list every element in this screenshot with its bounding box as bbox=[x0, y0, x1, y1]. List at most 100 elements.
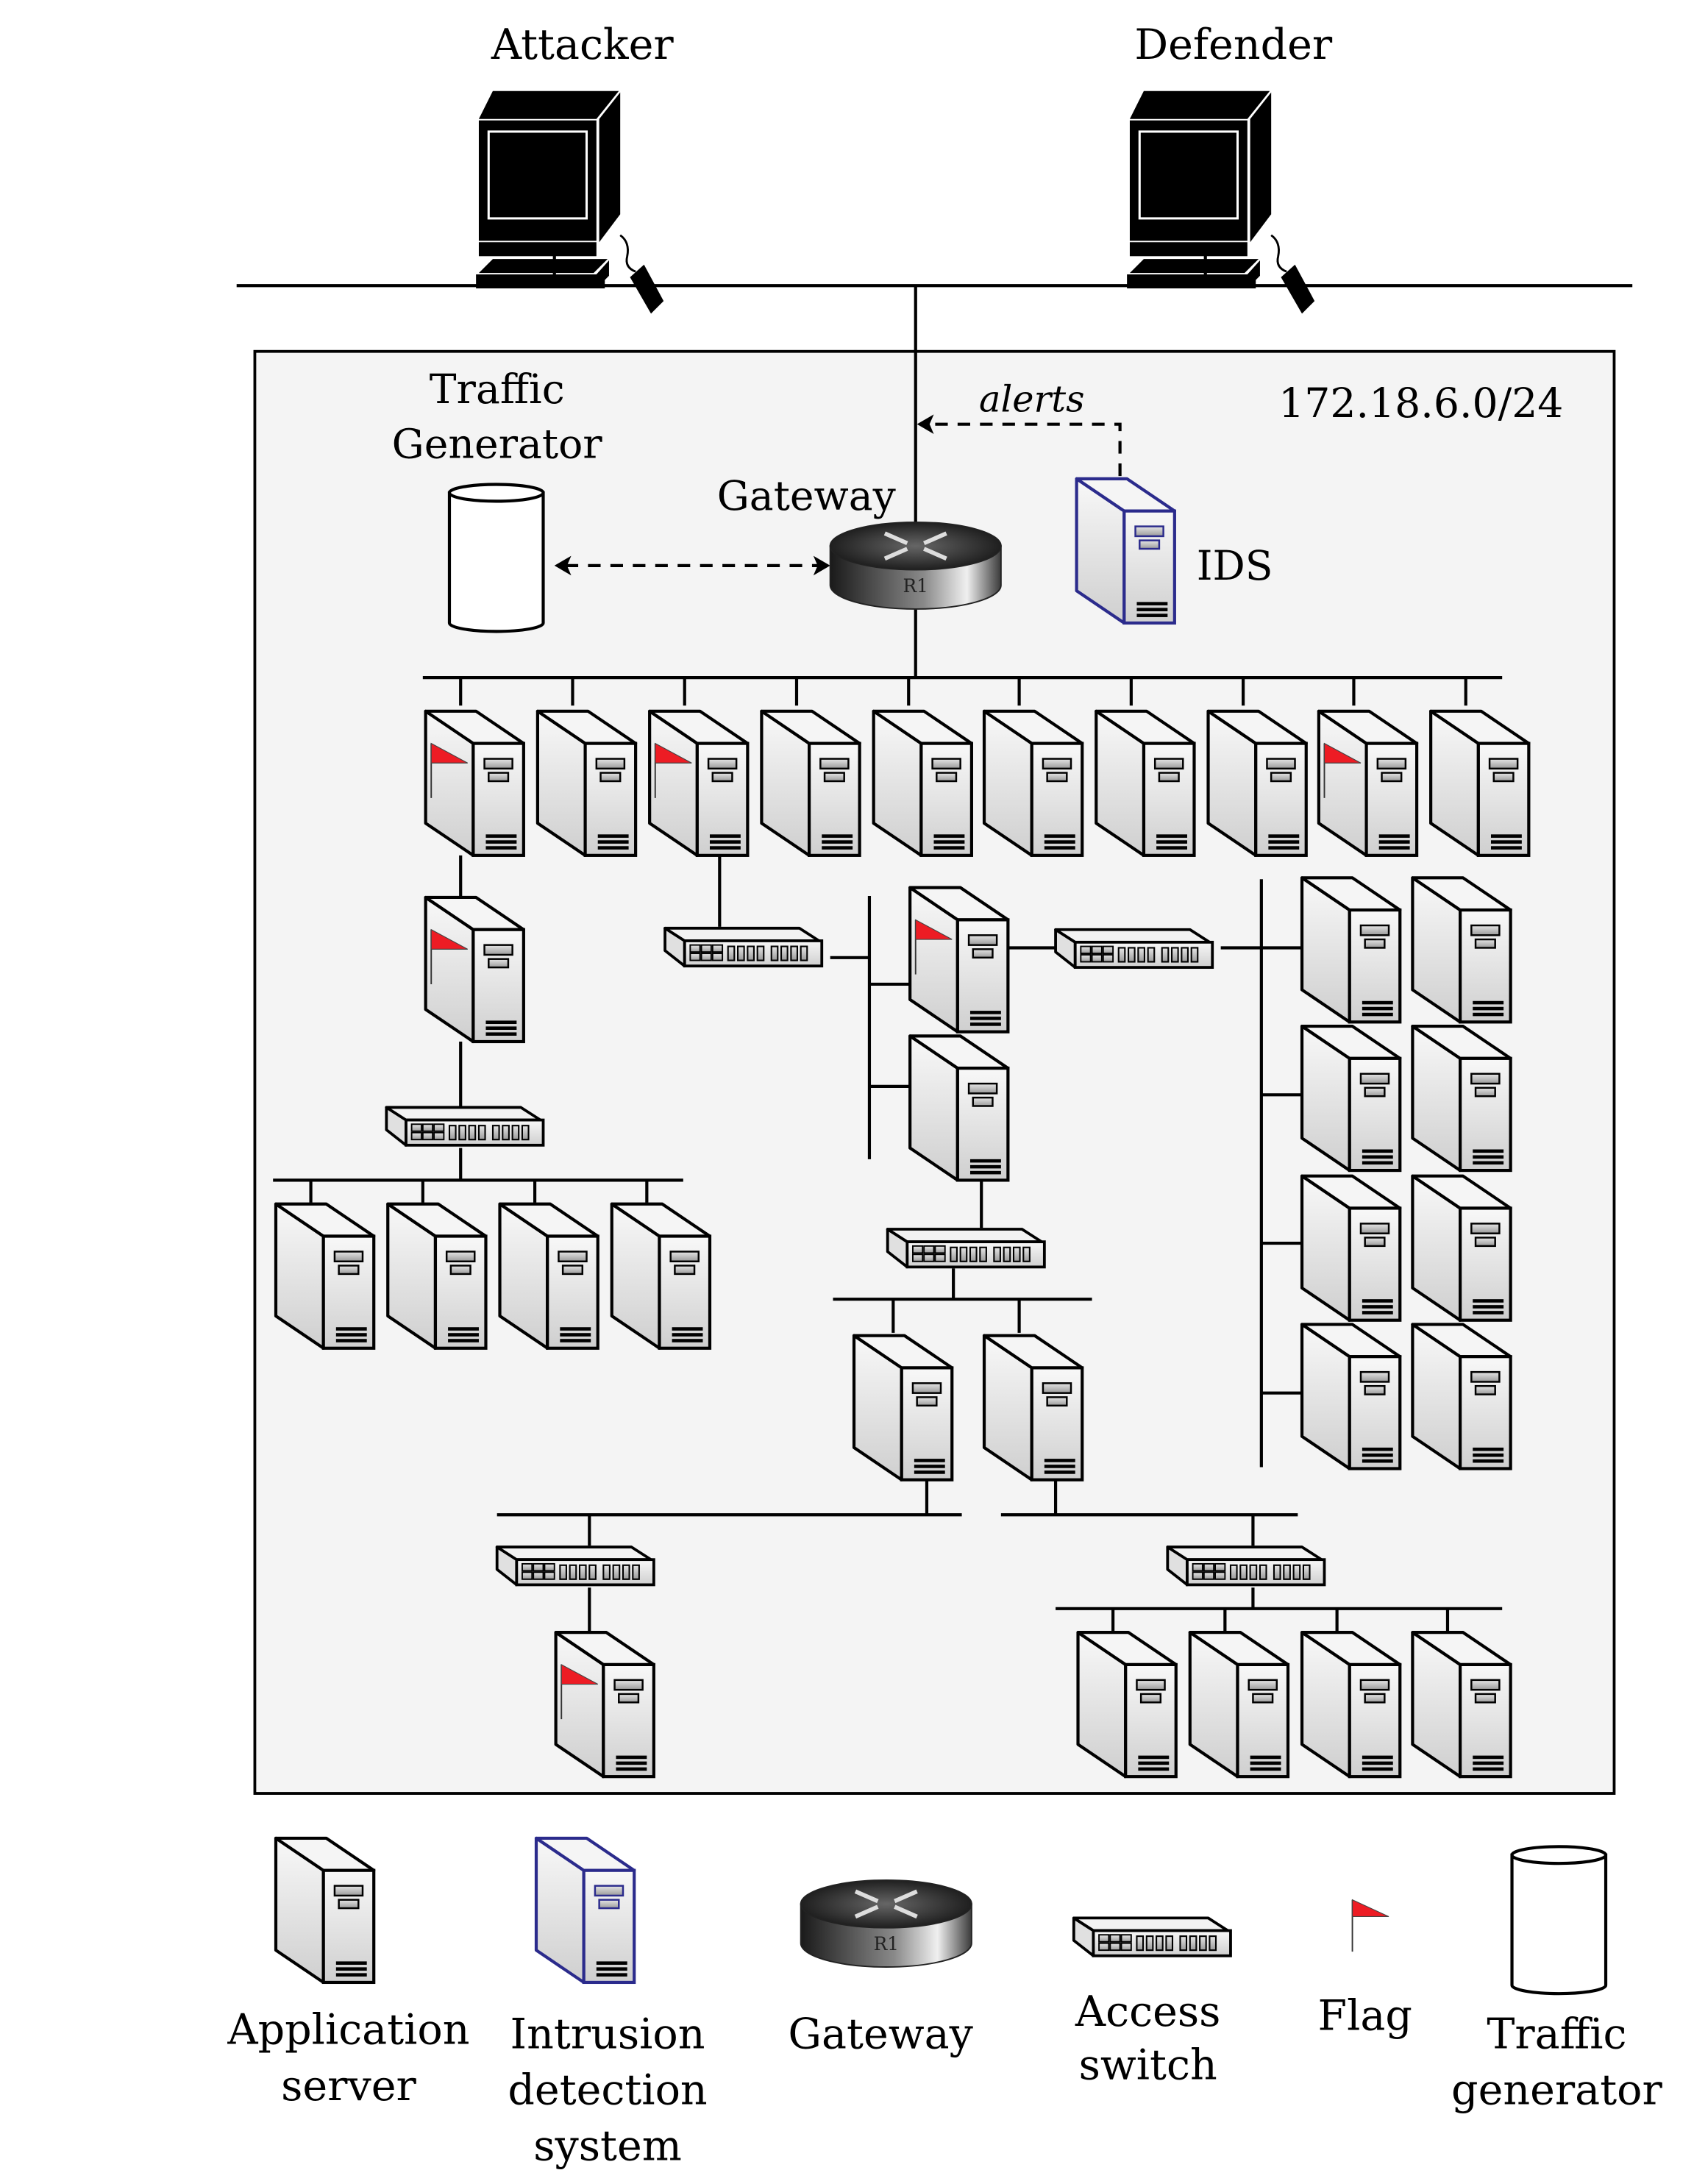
application-server[interactable] bbox=[982, 709, 1084, 857]
switch-port bbox=[533, 1571, 544, 1580]
application-server[interactable] bbox=[982, 1334, 1084, 1482]
traffic-generator[interactable] bbox=[447, 483, 545, 633]
switch-top bbox=[385, 1106, 542, 1122]
access-switch[interactable] bbox=[1166, 1545, 1326, 1587]
switch-port bbox=[1145, 1935, 1154, 1952]
router-arrow-icon bbox=[883, 531, 908, 546]
server-drive-bay bbox=[1364, 1086, 1386, 1098]
defender-computer[interactable] bbox=[1127, 90, 1315, 314]
application-server[interactable] bbox=[498, 1202, 599, 1350]
access-switch[interactable] bbox=[495, 1545, 655, 1587]
application-server[interactable] bbox=[554, 1631, 655, 1779]
server-vent bbox=[597, 840, 629, 844]
switch-port bbox=[1239, 1564, 1248, 1580]
application-server[interactable] bbox=[1411, 1174, 1512, 1322]
application-server[interactable] bbox=[1188, 1631, 1290, 1779]
legend-label: Access bbox=[1075, 1988, 1221, 2036]
application-server[interactable] bbox=[1411, 876, 1512, 1024]
gateway-router[interactable]: R1 bbox=[829, 521, 1002, 610]
server-vent bbox=[969, 1017, 1001, 1020]
application-server[interactable] bbox=[274, 1202, 376, 1350]
application-server[interactable] bbox=[1095, 709, 1196, 857]
server-drive-bay bbox=[1153, 758, 1184, 770]
server-vent bbox=[914, 1470, 945, 1474]
server-vent bbox=[709, 840, 741, 844]
server-drive-bay bbox=[1359, 1370, 1390, 1383]
server-drive-bay bbox=[1470, 1223, 1501, 1234]
access-switch[interactable] bbox=[663, 926, 824, 968]
application-server[interactable] bbox=[1429, 709, 1531, 857]
application-server[interactable] bbox=[1076, 1631, 1178, 1779]
switch-port bbox=[1283, 1564, 1291, 1580]
server-vent bbox=[969, 1022, 1001, 1026]
access-switch-icon[interactable] bbox=[1072, 1916, 1232, 1957]
server-vent bbox=[1473, 1161, 1504, 1165]
application-server[interactable] bbox=[872, 709, 973, 857]
application-server[interactable] bbox=[610, 1202, 712, 1350]
legend-label: system bbox=[533, 2122, 682, 2171]
server-vent bbox=[597, 834, 629, 838]
application-server[interactable] bbox=[648, 709, 750, 857]
switch-port bbox=[588, 1564, 597, 1580]
application-server-icon[interactable] bbox=[274, 1836, 376, 1985]
switch-port bbox=[1136, 1935, 1145, 1952]
legend-label: Intrusion bbox=[510, 2010, 705, 2058]
server-drive-bay bbox=[1364, 938, 1386, 949]
flag-icon bbox=[655, 742, 692, 764]
application-server[interactable] bbox=[760, 709, 861, 857]
switch-port bbox=[569, 1564, 577, 1580]
application-server[interactable] bbox=[1411, 1024, 1512, 1173]
server-drive-bay bbox=[1381, 772, 1403, 783]
server-vent bbox=[485, 1032, 517, 1036]
server-vent bbox=[1473, 1305, 1504, 1309]
switch-port bbox=[433, 1123, 445, 1132]
arrowhead-right-icon bbox=[813, 555, 830, 576]
application-server[interactable] bbox=[852, 1334, 954, 1482]
application-server[interactable] bbox=[1411, 1323, 1512, 1470]
switch-port bbox=[622, 1564, 630, 1580]
keyboard-front bbox=[476, 274, 605, 289]
server-vent bbox=[597, 846, 629, 850]
application-server[interactable] bbox=[908, 886, 1010, 1034]
application-server[interactable] bbox=[1300, 1323, 1402, 1470]
defender-label: Defender bbox=[1134, 21, 1333, 69]
server-vent bbox=[914, 1459, 945, 1462]
application-server[interactable] bbox=[1317, 709, 1419, 857]
server-drive-bay bbox=[972, 948, 994, 959]
application-server[interactable] bbox=[424, 709, 525, 857]
application-server[interactable] bbox=[908, 1034, 1010, 1182]
server-drive-bay bbox=[558, 1251, 588, 1263]
mouse-icon bbox=[630, 264, 664, 314]
server-drive-bay bbox=[819, 758, 850, 770]
application-server[interactable] bbox=[424, 895, 525, 1044]
server-vent bbox=[1250, 1767, 1281, 1771]
server-vent bbox=[1138, 1767, 1170, 1771]
application-server[interactable] bbox=[1300, 876, 1402, 1024]
application-server[interactable] bbox=[1411, 1631, 1512, 1779]
attacker-computer[interactable] bbox=[476, 90, 664, 314]
server-drive-bay bbox=[1474, 1693, 1496, 1704]
application-server[interactable] bbox=[1300, 1631, 1402, 1779]
access-switch[interactable] bbox=[385, 1106, 545, 1147]
server-vent bbox=[335, 1973, 367, 1977]
traffic-generator-icon[interactable] bbox=[1510, 1845, 1608, 1996]
application-server[interactable] bbox=[1206, 709, 1308, 857]
application-server[interactable] bbox=[386, 1202, 488, 1350]
ids-server[interactable] bbox=[1075, 477, 1176, 625]
flag-icon bbox=[430, 742, 469, 764]
gateway-router-icon[interactable]: R1 bbox=[800, 1879, 972, 1968]
application-server[interactable] bbox=[1300, 1024, 1402, 1173]
application-server[interactable] bbox=[1300, 1174, 1402, 1322]
server-vent bbox=[1362, 1006, 1393, 1011]
server-drive-bay bbox=[1470, 1679, 1501, 1691]
ids-server-icon[interactable] bbox=[534, 1836, 636, 1985]
server-drive-bay bbox=[1474, 1237, 1496, 1248]
switch-port bbox=[1249, 1564, 1258, 1580]
server-vent bbox=[596, 1967, 627, 1971]
access-switch[interactable] bbox=[1054, 928, 1214, 970]
switch-port bbox=[979, 1246, 987, 1262]
server-vent bbox=[1362, 1000, 1393, 1005]
application-server[interactable] bbox=[535, 709, 638, 857]
access-switch[interactable] bbox=[886, 1228, 1046, 1269]
